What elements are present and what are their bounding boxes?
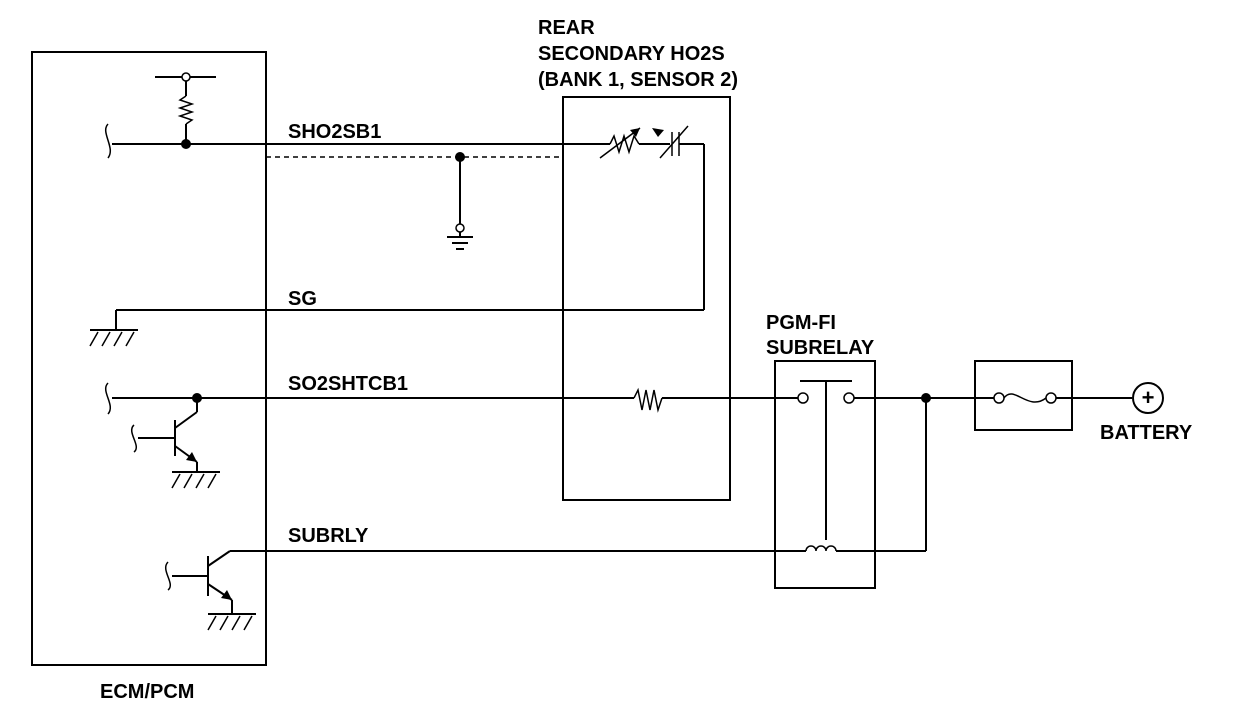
so2shtcb1-circuit	[105, 382, 798, 489]
subrelay-label-line1: PGM-FI	[766, 312, 836, 334]
sensor-box	[562, 96, 731, 501]
subrelay-box	[774, 360, 876, 589]
transistor-icon	[165, 550, 256, 631]
sensor-label-line2: SECONDARY HO2S	[538, 43, 725, 65]
subrelay-label-line2: SUBRELAY	[766, 337, 875, 359]
wire-label-subrly: SUBRLY	[288, 525, 369, 547]
pullup-resistor-icon	[177, 95, 195, 125]
battery-plus-icon	[1132, 382, 1164, 414]
heater-resistor-icon	[633, 387, 663, 413]
input-tilde-icon	[105, 382, 111, 415]
shield-circuit	[266, 152, 560, 250]
wire-label-sho2sb1: SHO2SB1	[288, 121, 381, 143]
transistor-icon	[131, 398, 220, 489]
input-tilde-icon	[105, 123, 111, 159]
relay-coil-icon	[805, 545, 837, 552]
subrly-circuit	[165, 550, 840, 631]
chassis-ground-icon	[89, 329, 138, 347]
sg-circuit	[89, 309, 704, 347]
battery-symbol: +	[1142, 385, 1155, 410]
sensor-label-line3: (BANK 1, SENSOR 2)	[538, 69, 738, 91]
junction-dot	[181, 139, 191, 149]
ecm-pcm-label: ECM/PCM	[100, 681, 194, 703]
relay-internals	[797, 380, 1000, 552]
relay-contact	[797, 392, 809, 404]
ground-icon	[447, 236, 473, 250]
battery-terminal: +	[1132, 382, 1164, 414]
wire-label-sg: SG	[288, 288, 317, 310]
battery-label: BATTERY	[1100, 422, 1193, 444]
fuse-box	[974, 360, 1073, 431]
variable-resistor-icon	[609, 133, 640, 155]
ecm-pcm-box	[31, 51, 267, 666]
sho2sb1-circuit	[105, 72, 705, 310]
fuse-circuit	[993, 392, 1132, 404]
sensor-label-line1: REAR	[538, 17, 595, 39]
fuse-icon	[1003, 393, 1047, 403]
relay-contact	[843, 392, 855, 404]
wire-label-so2shtcb1: SO2SHTCB1	[288, 373, 408, 395]
